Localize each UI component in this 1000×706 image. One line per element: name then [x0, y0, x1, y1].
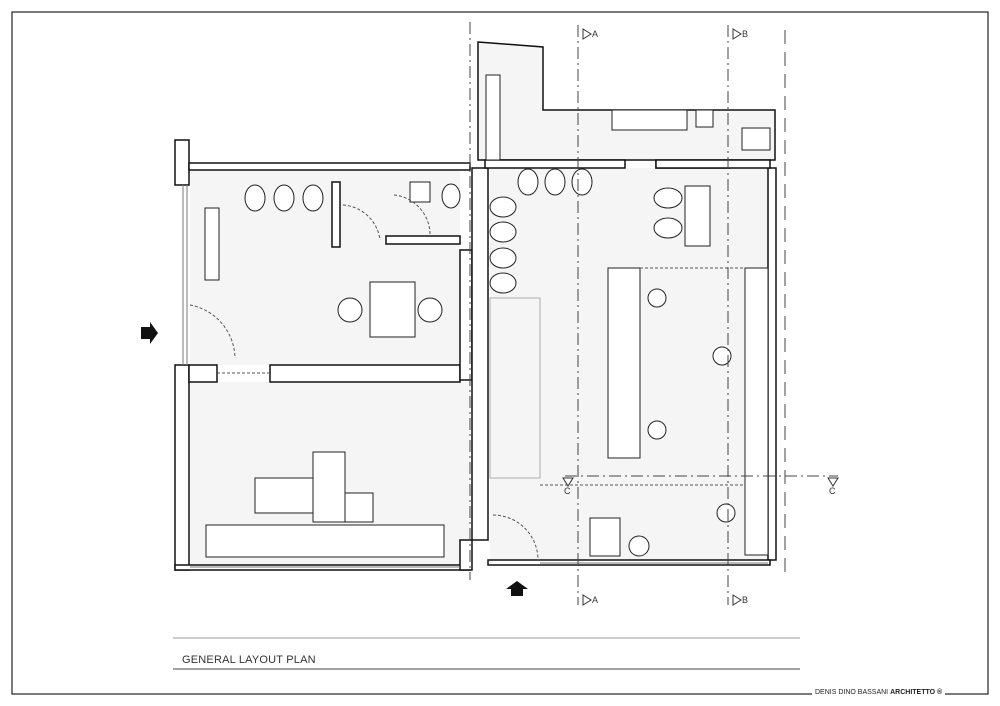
section-label-b-bottom: B: [742, 595, 749, 605]
section-marker-icons: [562, 28, 839, 606]
section-label-c-right: C: [829, 486, 836, 496]
entrance-arrow-bottom-icon: [506, 581, 528, 596]
section-label-a-bottom: A: [592, 595, 599, 605]
sheet-frame: [11, 11, 989, 695]
section-label-c-left: C: [564, 486, 571, 496]
section-lines: [469, 22, 838, 605]
drawing-title: GENERAL LAYOUT PLAN: [182, 654, 316, 666]
section-label-a-top: A: [592, 29, 599, 39]
entrance-arrow-left-icon: [141, 322, 158, 344]
firm-name: DENIS DINO BASSANI: [815, 689, 889, 696]
firm-credit: DENIS DINO BASSANI ARCHITETTO ®: [812, 689, 946, 696]
furniture: [204, 74, 771, 558]
section-label-b-top: B: [742, 29, 749, 39]
firm-suffix: ARCHITETTO ®: [890, 689, 943, 696]
